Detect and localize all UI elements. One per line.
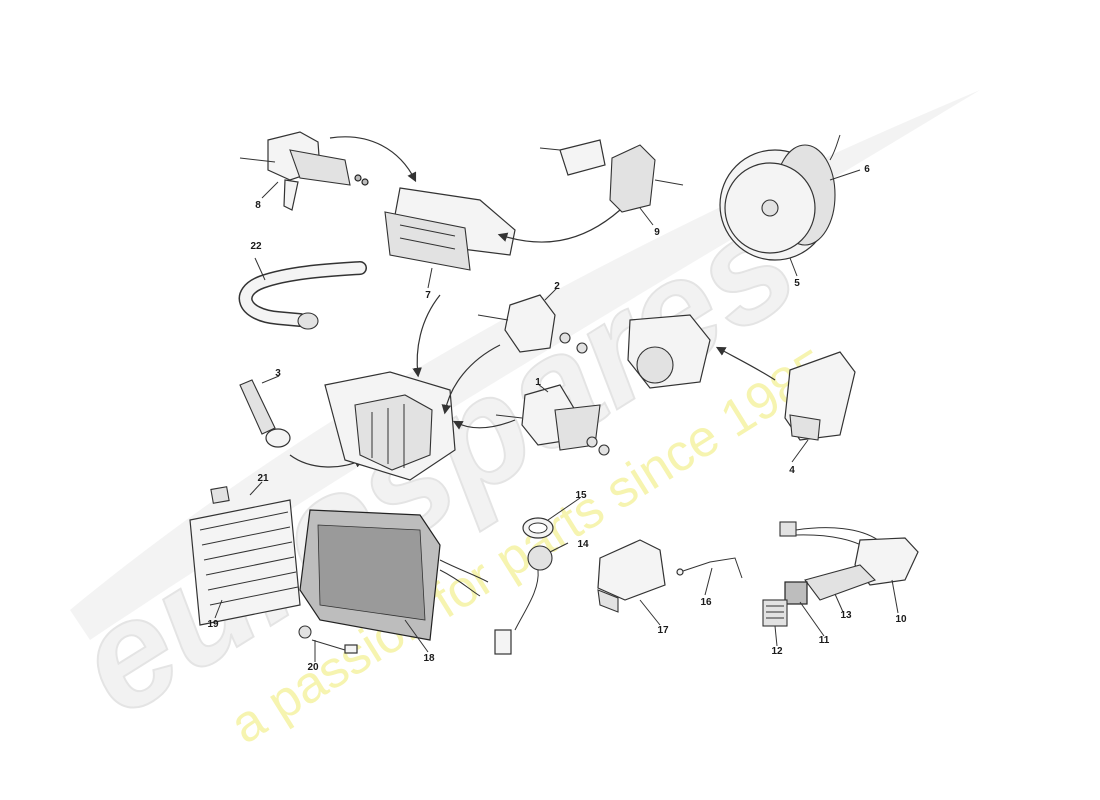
- part-12-grille: [762, 599, 788, 627]
- part-16-bracket: [676, 557, 743, 579]
- callout-11: 11: [819, 635, 830, 646]
- callout-18: 18: [423, 653, 435, 664]
- part-17-valve: [597, 539, 666, 613]
- callout-20: 20: [307, 662, 319, 673]
- callout-22: 22: [250, 241, 262, 252]
- part-10-harness: [779, 521, 919, 586]
- part-9-actuator: [539, 139, 684, 213]
- callout-1: 1: [535, 377, 541, 388]
- part-1-bracket: [495, 384, 610, 456]
- arrow-7-to-box: [412, 294, 441, 378]
- part-2-actuator: [477, 294, 588, 354]
- callouts: 1 2 3 4 5 6 7 8 9 10 11 12 13 14 15 16 1…: [207, 164, 907, 673]
- callout-6: 6: [864, 164, 870, 175]
- callout-10: 10: [895, 614, 907, 625]
- part-7-housing-top: [384, 187, 516, 271]
- callout-19: 19: [207, 619, 219, 630]
- arrow-9-to-7: [497, 209, 621, 243]
- arrow-8-to-7: [329, 136, 417, 183]
- part-blower-housing: [627, 314, 711, 389]
- part-3-grommet: [239, 379, 291, 448]
- callout-4: 4: [789, 465, 795, 476]
- part-8-actuator-bracket: [239, 131, 369, 211]
- part-18-evaporator: [299, 509, 489, 641]
- callout-9: 9: [654, 227, 660, 238]
- part-22-hose: [238, 261, 367, 330]
- callout-16: 16: [700, 597, 712, 608]
- callout-5: 5: [794, 278, 800, 289]
- leader-lines: [214, 169, 899, 662]
- callout-21: 21: [257, 473, 269, 484]
- watermark-swoosh: [70, 90, 980, 640]
- part-heater-box: [324, 371, 456, 481]
- callout-7: 7: [425, 290, 431, 301]
- part-4-control-module: [784, 351, 856, 441]
- part-13-duct: [804, 564, 876, 601]
- part-15-seal: [522, 517, 554, 539]
- part-11-cap: [784, 581, 808, 605]
- part-14-switch: [494, 545, 553, 655]
- part-5-blower-motor: [719, 134, 841, 261]
- part-20-sensor: [298, 625, 358, 654]
- callout-12: 12: [771, 646, 783, 657]
- callout-15: 15: [575, 490, 587, 501]
- arrow-4-to-housing: [715, 346, 776, 381]
- callout-17: 17: [657, 625, 669, 636]
- callout-14: 14: [577, 539, 589, 550]
- callout-3: 3: [275, 368, 281, 379]
- callout-2: 2: [554, 281, 560, 292]
- arrow-2-to-box: [441, 344, 501, 415]
- callout-8: 8: [255, 200, 261, 211]
- part-19-heater-matrix: [189, 486, 301, 626]
- arrow-1-to-box: [452, 419, 516, 430]
- callout-13: 13: [840, 610, 852, 621]
